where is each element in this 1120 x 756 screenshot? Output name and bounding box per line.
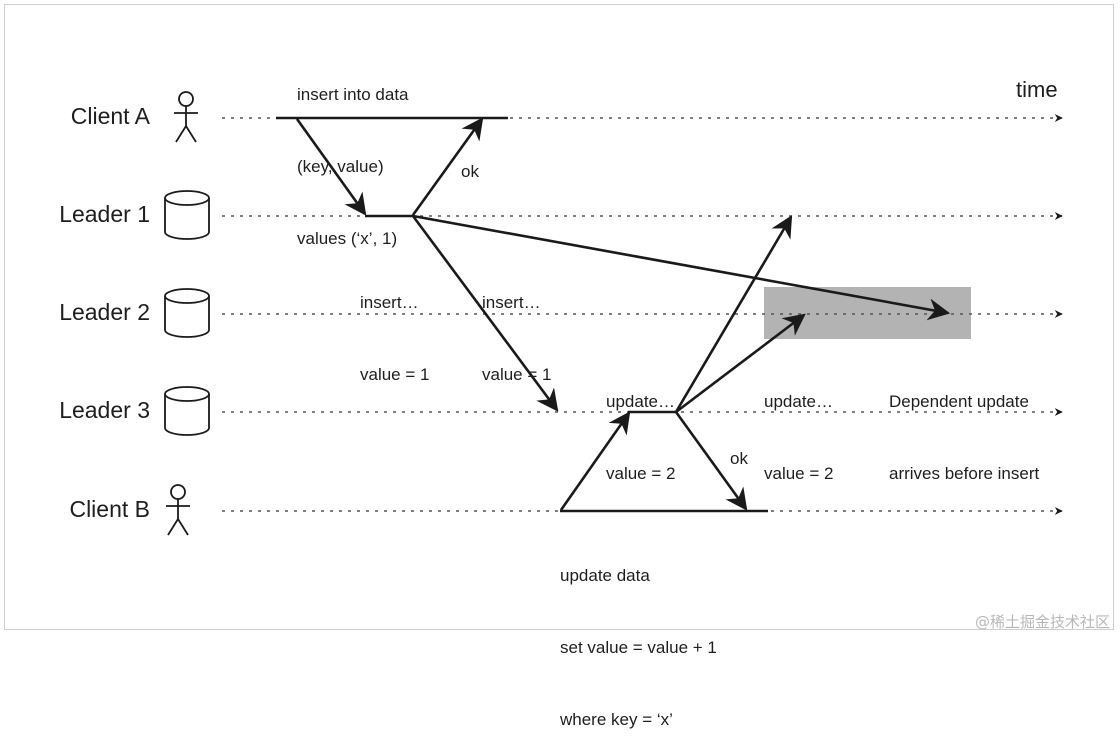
time-axis-label: time bbox=[1016, 77, 1058, 102]
note-line: value = 1 bbox=[482, 365, 552, 384]
note-line: update data bbox=[560, 566, 650, 585]
row-label-client-b: Client B bbox=[69, 496, 150, 522]
arrow-leader-1-to-leader-2 bbox=[412, 214, 951, 321]
note-line: where key = ‘x’ bbox=[560, 710, 673, 729]
note-line: update… bbox=[606, 392, 675, 411]
row-label-client-a: Client A bbox=[70, 103, 150, 129]
arrow-leader-1-to-leader-3 bbox=[411, 215, 559, 412]
database-cylinder-icon bbox=[164, 190, 210, 240]
insert-leader-3-note: insert… value = 1 bbox=[482, 243, 551, 411]
insert-query-note: insert into data (key, value) values (‘x… bbox=[297, 35, 409, 275]
arrow-leader-1-ok-to-client-a bbox=[411, 117, 484, 216]
arrow-client-a-to-leader-1 bbox=[295, 118, 367, 216]
arrow-leader-3-to-leader-1 bbox=[674, 215, 793, 413]
dependent-update-note: Dependent update arrives before insert bbox=[889, 342, 1039, 510]
note-line: value = 2 bbox=[606, 464, 676, 483]
ok-client-a-note: ok bbox=[461, 162, 479, 181]
database-cylinder-icon bbox=[164, 386, 210, 436]
update-query-note: update data set value = value + 1 where … bbox=[560, 516, 717, 756]
update-leader-2-note: update… value = 2 bbox=[764, 342, 833, 510]
database-cylinder-icon bbox=[164, 288, 210, 338]
note-line: values (‘x’, 1) bbox=[297, 229, 398, 248]
arrow-leader-3-to-leader-2 bbox=[675, 313, 806, 414]
watermark: @稀土掘金技术社区 bbox=[974, 613, 1110, 631]
diagram-frame bbox=[4, 4, 1114, 630]
row-label-leader-1: Leader 1 bbox=[59, 201, 150, 227]
arrow-leader-3-ok-to-client-b bbox=[674, 411, 748, 511]
note-line: arrives before insert bbox=[889, 464, 1040, 483]
note-line: Dependent update bbox=[889, 392, 1029, 411]
note-line: insert… bbox=[482, 293, 541, 312]
note-line: insert… bbox=[360, 293, 419, 312]
note-line: (key, value) bbox=[297, 157, 384, 176]
dependent-update-highlight bbox=[764, 287, 971, 339]
insert-leader-2-note: insert… value = 1 bbox=[360, 243, 429, 411]
note-line: value = 1 bbox=[360, 365, 430, 384]
note-line: set value = value + 1 bbox=[560, 638, 717, 657]
row-label-leader-2: Leader 2 bbox=[59, 299, 150, 325]
arrow-client-b-to-leader-3 bbox=[559, 411, 631, 511]
row-label-leader-3: Leader 3 bbox=[59, 397, 150, 423]
note-line: value = 2 bbox=[764, 464, 834, 483]
person-icon bbox=[174, 91, 198, 143]
ok-client-b-note: ok bbox=[730, 449, 748, 468]
note-line: update… bbox=[764, 392, 833, 411]
note-line: insert into data bbox=[297, 85, 409, 104]
person-icon bbox=[166, 484, 190, 536]
replication-diagram bbox=[164, 91, 1063, 536]
update-leader-3-note: update… value = 2 bbox=[606, 342, 675, 510]
